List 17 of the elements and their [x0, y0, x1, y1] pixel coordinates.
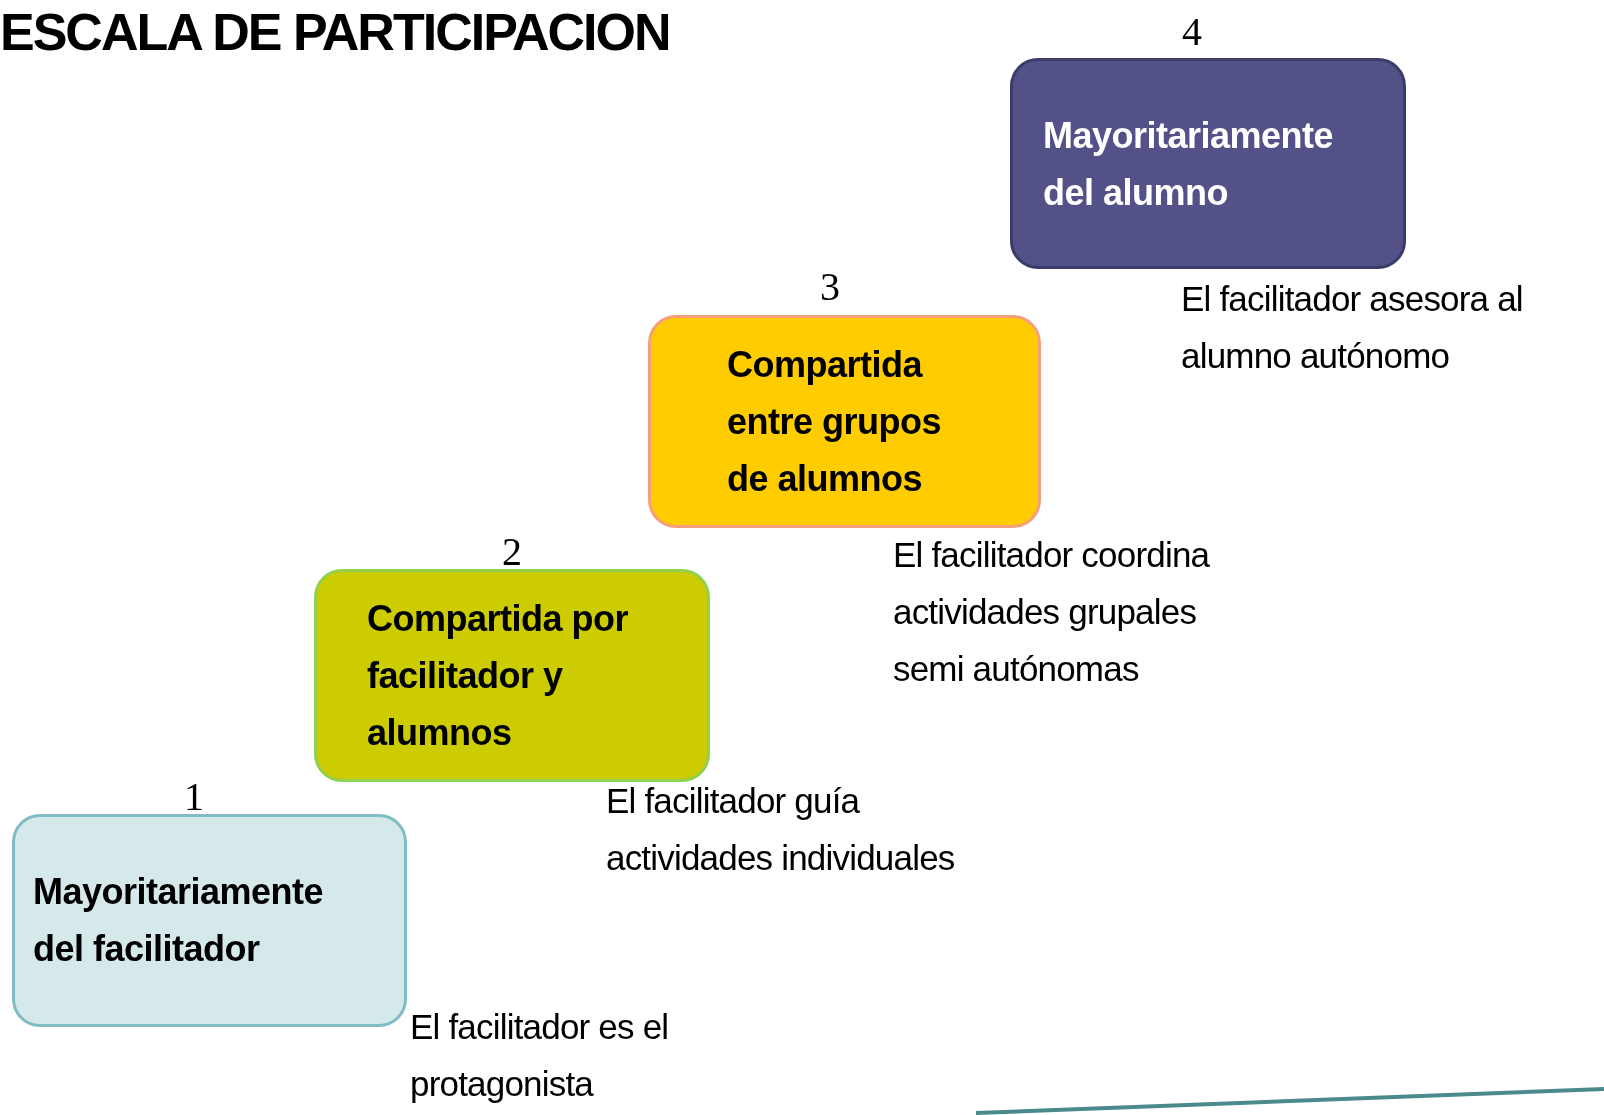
- step-description: El facilitador coordina actividades grupales semi autónomas: [893, 534, 1211, 690]
- step-description: El facilitador es el protagonista: [410, 1006, 670, 1105]
- step-number: 4: [1182, 12, 1202, 52]
- step-number: 3: [820, 267, 840, 307]
- step-number: 1: [184, 777, 204, 817]
- title: ESCALA DE PARTICIPACION: [0, 2, 670, 62]
- step-description: El facilitador asesora al alumno autónomo: [1181, 278, 1524, 377]
- step-box: [1010, 58, 1406, 269]
- step-description: El facilitador guía actividades individuales: [606, 780, 956, 879]
- step-label: Mayoritariamente del facilitador: [33, 870, 325, 971]
- step-box: [12, 814, 407, 1027]
- step-number: 2: [502, 532, 522, 572]
- step-box: [648, 315, 1041, 528]
- step-label: Mayoritariamente del alumno: [1043, 113, 1335, 215]
- step-box: [314, 569, 710, 782]
- step-label: Compartida por facilitador y alumnos: [367, 597, 629, 755]
- step-label: Compartida entre grupos de alumnos: [727, 343, 943, 501]
